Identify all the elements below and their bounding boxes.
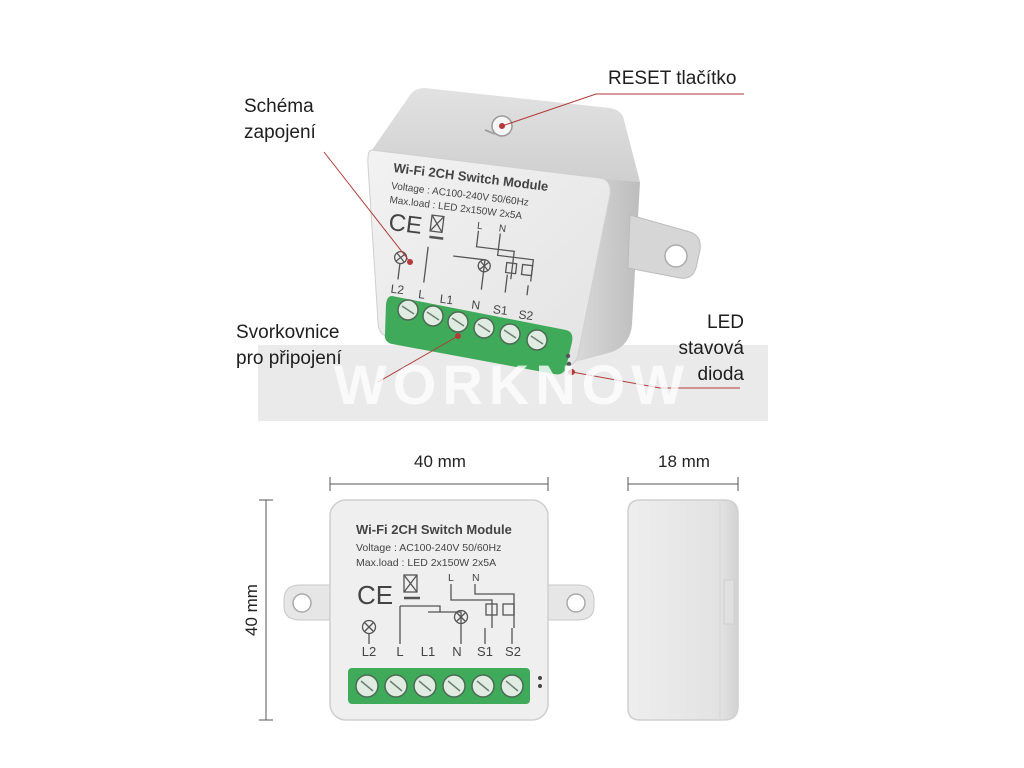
- persp-wire-n: N: [498, 223, 507, 235]
- callout-reset-button: RESET tlačítko: [608, 66, 736, 92]
- housing-right-side: [575, 178, 640, 362]
- mounting-hole-right: [664, 244, 688, 268]
- front-voltage: Voltage : AC100-240V 50/60Hz: [356, 542, 501, 554]
- front-wire-l: L: [448, 572, 454, 584]
- persp-term-N: N: [471, 298, 481, 313]
- callout-led-line1: LED: [707, 312, 744, 333]
- callout-led-line2: stavová: [678, 338, 744, 359]
- persp-term-L2: L2: [390, 282, 405, 298]
- led-dot-1: [565, 353, 571, 359]
- callout-wiring-line1: Schéma: [244, 96, 314, 117]
- front-view-body: [329, 499, 549, 721]
- watermark-text: WORKNOW: [334, 353, 690, 416]
- dimension-width-label: 40 mm: [414, 452, 466, 471]
- side-view-body: [627, 499, 739, 721]
- front-term-L2: L2: [362, 644, 376, 659]
- persp-wire-l: L: [476, 221, 483, 233]
- front-tab-right-hole: [566, 593, 586, 613]
- front-term-S2: S2: [505, 644, 521, 659]
- reset-button-slot: [484, 129, 496, 135]
- width-dimension-line: [329, 477, 549, 491]
- mounting-tab-right: [627, 214, 701, 279]
- callout-reset-text: RESET tlačítko: [608, 68, 737, 89]
- perspective-terminal-labels: L2 L L1 N S1 S2: [390, 282, 535, 323]
- side-view-clip: [723, 579, 735, 625]
- callout-terminal-line2: pro připojení: [236, 348, 342, 369]
- persp-term-L1: L1: [439, 292, 454, 308]
- persp-term-S2: S2: [518, 307, 535, 323]
- height-dimension-line: [259, 499, 273, 721]
- led-dot-2: [566, 361, 572, 367]
- callout-led: LED stavová dioda: [672, 310, 744, 388]
- front-led-dot-1: [538, 676, 542, 680]
- front-term-N: N: [452, 644, 461, 659]
- callout-wiring-diagram: Schéma zapojení: [244, 94, 316, 146]
- callout-terminal-line1: Svorkovnice: [236, 322, 340, 343]
- front-tab-left-hole: [292, 593, 312, 613]
- persp-term-S1: S1: [492, 302, 509, 318]
- dimension-depth-label: 18 mm: [658, 452, 710, 471]
- depth-dimension-line: [627, 477, 739, 491]
- front-label-group: Wi-Fi 2CH Switch Module Voltage : AC100-…: [356, 522, 512, 610]
- callout-lines: [323, 93, 744, 389]
- front-maxload: Max.load : LED 2x150W 2x5A: [356, 557, 496, 569]
- front-led-dot-2: [538, 684, 542, 688]
- front-wiring-sketch: [361, 574, 515, 644]
- persp-ce: CE: [387, 209, 423, 240]
- callout-led-line3: dioda: [697, 364, 745, 385]
- front-term-L: L: [396, 644, 403, 659]
- front-wire-n: N: [472, 572, 480, 584]
- callout-wiring-line2: zapojení: [244, 122, 316, 143]
- front-ce: CE: [357, 580, 393, 610]
- front-term-S1: S1: [477, 644, 493, 659]
- callout-terminal-block: Svorkovnice pro připojení: [236, 320, 342, 372]
- front-term-L1: L1: [421, 644, 435, 659]
- persp-term-L: L: [417, 287, 426, 302]
- dimension-height-label: 40 mm: [242, 584, 261, 636]
- front-title: Wi-Fi 2CH Switch Module: [356, 522, 512, 537]
- front-terminal-labels: L2 L L1 N S1 S2: [362, 644, 521, 659]
